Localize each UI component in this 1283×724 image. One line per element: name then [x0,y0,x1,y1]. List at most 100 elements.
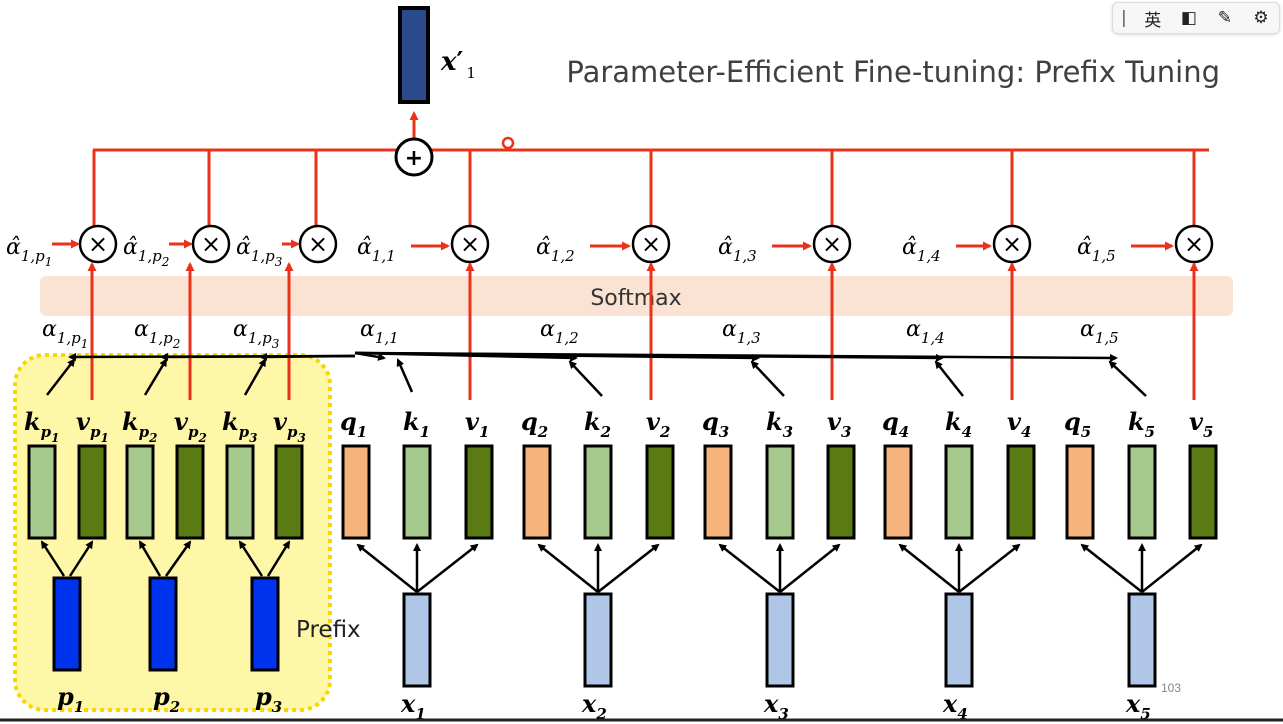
value-label-1: v1 [465,407,489,441]
key-label-4: k4 [945,407,972,441]
input-to-query-arrow-3 [718,543,781,593]
prefix-key-to-score-arrow-2 [143,358,168,396]
output-vector-box [398,6,430,104]
input-vector-box-1 [402,592,432,688]
key-box-2 [583,444,613,540]
prefix-vector-label-3: p3 [255,682,282,716]
prefix-value-box-2 [175,444,205,540]
query-box-2 [522,444,552,540]
key-to-score-arrow-4 [934,360,964,397]
value-box-5 [1188,444,1218,540]
input-to-query-arrow-4 [898,543,960,593]
input-vector-label-4: x4 [942,689,968,723]
prefix-value-label-3: vp3 [273,407,306,445]
attention-weight-label-4: α̂1,4 [902,235,941,265]
value-label-4: v4 [1007,407,1031,441]
value-label-5: v5 [1189,407,1213,441]
prefix-weight-node-2 [191,224,231,264]
weight-node-3-symbol: × [822,230,842,258]
input-to-query-arrow-1 [356,543,418,593]
cursor-marker [501,136,515,150]
attention-score-label-3: α1,3 [722,317,761,347]
weight-node-5-symbol: × [1184,230,1204,258]
key-box-4 [944,444,974,540]
softmax-band [40,276,1233,316]
prefix-key-to-score-arrow-1 [46,358,76,396]
input-to-query-arrow-2 [537,543,599,593]
svg-text:+: + [405,146,423,171]
prefix-to-value-arrow-3 [266,540,291,577]
input-vector-box-3 [765,592,795,688]
value-label-2: v2 [646,407,670,441]
key-label-1: k1 [403,407,430,441]
input-to-value-arrow-4 [958,543,1021,593]
value-box-2 [645,444,675,540]
input-vector-box-4 [944,592,974,688]
key-box-1 [402,444,432,540]
prefix-vector-box-1 [52,576,82,672]
key-label-2: k2 [584,407,611,441]
weight-node-1 [450,224,490,264]
ime-toolbar[interactable]: | 英 ◧ ✎ ⚙ [1112,2,1280,34]
query-label-2: q2 [521,407,548,441]
prefix-value-label-1: vp1 [76,407,109,445]
attention-score-label-4: α1,4 [906,317,945,347]
prefix-weight-label-1: α̂1,p1 [6,235,52,269]
key-to-score-arrow-5 [1108,360,1147,397]
query-to-score-arrow-5 [354,351,1118,362]
query-to-prefix-key-arrow-3 [259,352,356,361]
value-box-3 [826,444,856,540]
prefix-value-box-3 [274,444,304,540]
gear-icon[interactable]: ⚙ [1253,8,1269,28]
query-label-1: q1 [340,407,367,441]
prefix-key-box-1 [27,444,57,540]
prefix-score-label-3: α1,p3 [233,317,280,351]
attention-weight-label-2: α̂1,2 [536,235,575,265]
query-label-3: q3 [702,407,729,441]
prefix-weight-node-1-symbol: × [88,230,108,258]
prefix-weight-label-3: α̂1,p3 [236,235,283,269]
prefix-label: Prefix [296,617,361,643]
attention-score-arrows [40,351,1203,593]
key-to-score-arrow-3 [750,360,785,397]
key-to-score-arrow-2 [568,360,603,397]
key-label-3: k3 [766,407,793,441]
key-box-5 [1127,444,1157,540]
input-to-value-arrow-1 [416,543,479,593]
brush-icon[interactable]: ✎ [1217,8,1233,28]
value-box-4 [1006,444,1036,540]
input-to-value-arrow-5 [1141,543,1203,593]
prefix-to-key-arrow-1 [40,540,66,577]
prefix-weight-label-2: α̂1,p2 [123,235,169,269]
input-to-value-arrow-3 [779,543,841,593]
prefix-vector-label-1: p1 [57,682,84,716]
prefix-to-value-arrow-1 [68,540,94,577]
weight-node-5 [1174,224,1214,264]
prefix-weight-node-3-symbol: × [308,230,328,258]
input-vector-box-2 [583,592,613,688]
key-box-3 [765,444,795,540]
output-vector-label: x′1 [440,47,476,82]
value-box-1 [464,444,494,540]
prefix-weight-node-1 [78,224,118,264]
weighted-sum-wires [52,111,1209,400]
weight-node-4 [992,224,1032,264]
prefix-key-label-1: kp1 [24,407,60,445]
half-width-icon[interactable]: ◧ [1180,8,1197,28]
prefix-weight-node-3 [298,224,338,264]
query-box-3 [703,444,733,540]
prefix-key-label-3: kp3 [222,407,258,445]
input-vector-label-5: x5 [1125,689,1151,723]
language-toggle-button[interactable]: 英 [1144,10,1162,31]
weight-node-2 [631,224,671,264]
prefix-to-value-arrow-2 [164,540,192,577]
prefix-key-to-score-arrow-3 [243,358,267,396]
attention-score-label-5: α1,5 [1080,317,1119,347]
attention-score-label-2: α1,2 [540,317,579,347]
diagram-columns: kp1vp1p1α1,p1×α̂1,p1kp2vp2p2α1,p2×α̂1,p2… [6,224,1218,723]
prefix-score-label-2: α1,p2 [134,317,180,351]
prefix-vector-box-2 [148,576,178,672]
weight-node-2-symbol: × [641,230,661,258]
prefix-to-key-arrow-2 [138,540,162,577]
